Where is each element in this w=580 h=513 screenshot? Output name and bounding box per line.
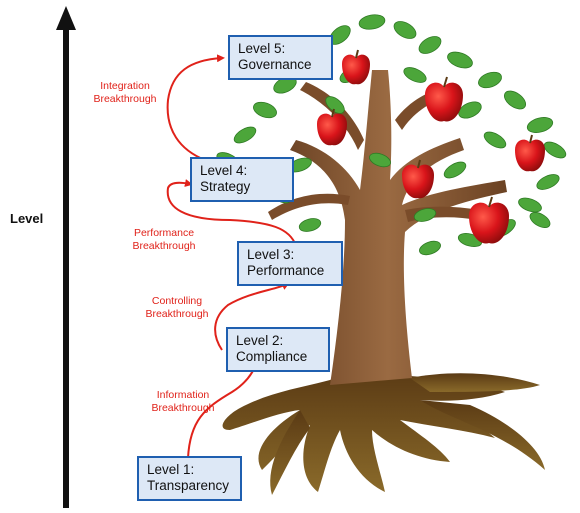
level-5-name: Governance: [238, 57, 312, 72]
transition-4-line1: Integration: [100, 80, 150, 92]
level-2-box: Level 2: Compliance: [226, 327, 330, 372]
transition-2-line2: Breakthrough: [145, 308, 209, 320]
level-2-name: Compliance: [236, 349, 308, 364]
arrow-level3-to-level4: [166, 179, 297, 247]
level-4-number: Level 4:: [200, 163, 248, 178]
controlling-breakthrough-label: Controlling Breakthrough: [132, 295, 222, 321]
information-breakthrough-label: Information Breakthrough: [138, 389, 228, 415]
level-2-number: Level 2:: [236, 333, 284, 348]
transition-4-line2: Breakthrough: [93, 93, 157, 105]
level-3-name: Performance: [247, 263, 325, 278]
transition-3-line2: Breakthrough: [132, 240, 196, 252]
performance-breakthrough-label: Performance Breakthrough: [118, 227, 210, 253]
up-arrow-icon: [56, 6, 76, 30]
level-1-name: Transparency: [147, 478, 230, 493]
transition-3-line1: Performance: [133, 227, 195, 239]
level-5-number: Level 5:: [238, 41, 286, 56]
transition-2-line1: Controlling: [151, 295, 203, 307]
integration-breakthrough-label: Integration Breakthrough: [80, 80, 170, 106]
transition-arrows: [166, 54, 297, 459]
transition-1-line2: Breakthrough: [151, 402, 215, 414]
level-3-number: Level 3:: [247, 247, 295, 262]
level-axis: [56, 6, 76, 508]
arrow-level4-to-level5: [166, 54, 225, 161]
arrow-level2-to-level3: [214, 282, 290, 351]
apple-icon: [317, 49, 545, 244]
level-4-box: Level 4: Strategy: [190, 157, 294, 202]
level-5-box: Level 5: Governance: [228, 35, 333, 80]
level-1-box: Level 1: Transparency: [137, 456, 242, 501]
axis-title: Level: [10, 211, 44, 226]
level-4-name: Strategy: [200, 179, 251, 194]
level-1-number: Level 1:: [147, 462, 195, 477]
tree-roots: [222, 369, 545, 495]
level-3-box: Level 3: Performance: [237, 241, 343, 286]
transition-1-line1: Information: [156, 389, 210, 401]
